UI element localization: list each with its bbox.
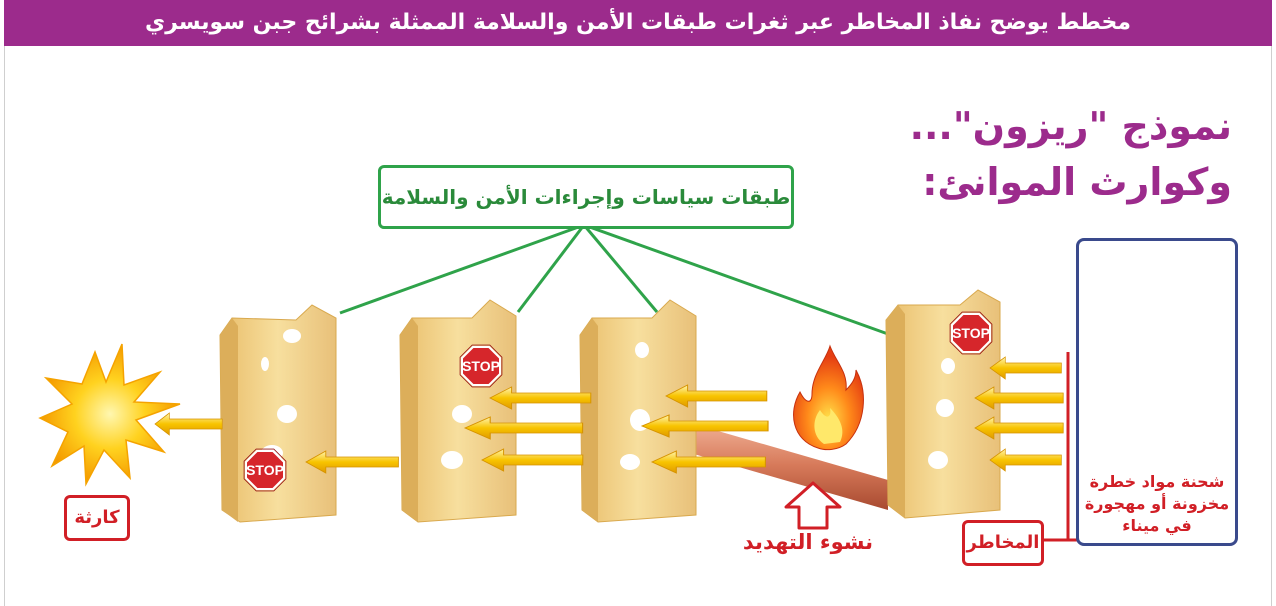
header-title: مخطط يوضح نفاذ المخاطر عبر ثغرات طبقات ا… (145, 10, 1131, 35)
arrow-icon (974, 386, 1064, 410)
layers-label-box: طبقات سياسات وإجراءات الأمن والسلامة (378, 165, 794, 229)
cargo-label-line1: شحنة مواد خطرة (1089, 472, 1225, 491)
explosion-icon (38, 343, 181, 487)
cheese-slice (579, 299, 697, 523)
hazard-connector-lines (1038, 352, 1078, 542)
stop-sign-icon: STOP (949, 311, 993, 355)
layer-connector-lines (339, 223, 889, 336)
stop-sign-icon: STOP (243, 448, 287, 492)
cargo-label-line3: في ميناء (1122, 516, 1192, 535)
hazards-label-box: المخاطر (962, 520, 1044, 566)
cheese-slice (399, 299, 517, 523)
arrow-icon (154, 412, 223, 436)
disaster-label-box: كارثة (64, 495, 130, 541)
cargo-box: شحنة مواد خطرة مخزونة أو مهجورة في ميناء (1076, 238, 1238, 546)
arrow-icon (989, 356, 1062, 380)
stop-sign-text: STOP (952, 325, 990, 341)
arrow-icon (305, 450, 399, 474)
arrow-icon (665, 384, 768, 408)
main-title: نموذج "ريزون"... وكوارث الموانئ: (910, 98, 1232, 210)
main-title-line1: نموذج "ريزون"... (909, 104, 1232, 148)
stop-sign-icon: STOP (459, 344, 503, 388)
main-title-line2: وكوارث الموانئ: (922, 160, 1232, 204)
layers-label: طبقات سياسات وإجراءات الأمن والسلامة (381, 185, 791, 209)
arrow-icon (989, 448, 1062, 472)
cargo-label: شحنة مواد خطرة مخزونة أو مهجورة في ميناء (1079, 471, 1235, 537)
page-header: مخطط يوضح نفاذ المخاطر عبر ثغرات طبقات ا… (4, 0, 1272, 46)
arrow-icon (974, 416, 1064, 440)
arrow-up-outline-icon (784, 481, 842, 530)
cheese-slice (219, 304, 337, 523)
disaster-label: كارثة (74, 507, 120, 528)
threat-label: نشوء التهديد (742, 530, 874, 554)
arrow-icon (464, 416, 584, 440)
content-frame (4, 46, 1272, 606)
cargo-label-line2: مخزونة أو مهجورة (1084, 494, 1230, 513)
stop-sign-text: STOP (462, 358, 500, 374)
hazards-label: المخاطر (966, 532, 1040, 553)
arrow-icon (489, 386, 592, 410)
arrow-icon (481, 448, 584, 472)
stop-sign-text: STOP (246, 462, 284, 478)
fire-icon (793, 344, 864, 451)
